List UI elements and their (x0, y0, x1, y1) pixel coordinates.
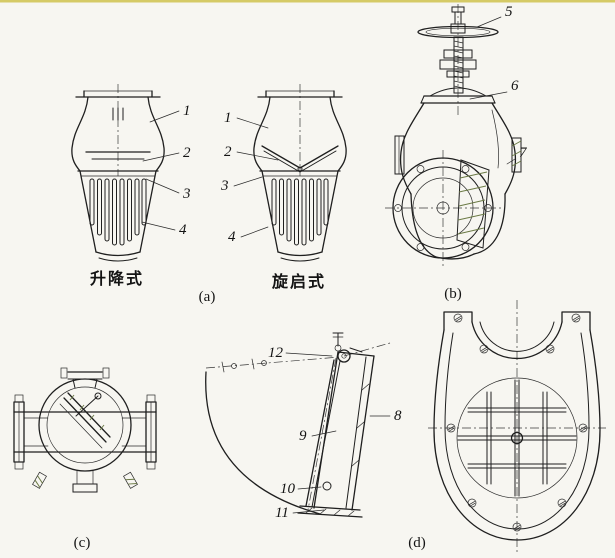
callout-4-swing: 4 (228, 226, 269, 245)
bolt-lower-right (557, 498, 567, 508)
callout-12: 12 (268, 345, 333, 361)
bottom-stud-right (123, 471, 138, 489)
bottom-flange-hatch (305, 507, 355, 517)
bolt-top-left (453, 313, 463, 323)
callout-label-1: 1 (224, 110, 232, 126)
callout-label-11: 11 (275, 505, 289, 521)
callout-label-4: 4 (228, 229, 236, 245)
bolt-side-right (578, 423, 588, 433)
callout-6: 6 (469, 78, 519, 100)
gate-valve-drawing (385, 4, 522, 266)
callout-11: 11 (275, 505, 325, 521)
callout-1-swing: 1 (224, 110, 269, 129)
callout-label-7: 7 (519, 145, 528, 161)
stem-threads (453, 40, 464, 89)
callout-8: 8 (369, 408, 402, 424)
wedge-hatch (457, 171, 488, 235)
callout-4-lift: 4 (141, 221, 187, 238)
callout-7: 7 (506, 145, 528, 165)
callout-label-6: 6 (511, 78, 519, 94)
callout-3-lift: 3 (145, 178, 191, 202)
section-c-check-valve: (c) (13, 367, 157, 551)
caption-c: (c) (74, 535, 91, 551)
callout-label-5: 5 (505, 4, 513, 20)
flap-valve-side-drawing (205, 332, 391, 518)
bolt-shoulder-left (479, 344, 489, 354)
disc-hatch (69, 394, 105, 431)
scan-edge-strip (0, 0, 615, 3)
callout-2-lift: 2 (142, 145, 191, 162)
caption-a: (a) (199, 289, 216, 305)
grid-ribs (457, 379, 577, 497)
bolt-shoulder-right (545, 344, 555, 354)
callout-label-10: 10 (280, 481, 296, 497)
callout-label-1: 1 (183, 103, 191, 119)
bolt-top-right (571, 313, 581, 323)
caption-b: (b) (444, 286, 462, 302)
frame-wall-hatch (351, 383, 370, 467)
callout-label-12: 12 (268, 345, 284, 361)
section-b-gate-valve: 5 6 7 (b) (385, 4, 528, 302)
callout-1-lift: 1 (149, 103, 191, 123)
caption-d: (d) (408, 535, 426, 551)
callout-label-8: 8 (394, 408, 402, 424)
flap-valve-front-drawing (428, 300, 606, 552)
callout-3-swing: 3 (220, 176, 263, 194)
callout-10: 10 (280, 481, 322, 497)
bolt-lower-left (467, 498, 477, 508)
callout-label-3: 3 (220, 178, 229, 194)
callout-label-4: 4 (179, 222, 187, 238)
bottom-stud-left (32, 471, 47, 489)
lift-type-label: 升降式 (90, 269, 144, 288)
callout-2-swing: 2 (224, 144, 279, 161)
lift-foot-valve-drawing (71, 84, 165, 262)
callout-5: 5 (476, 4, 513, 28)
swing-type-label: 旋启式 (271, 272, 326, 291)
swing-foot-valve-drawing (253, 84, 347, 262)
callout-label-9: 9 (299, 428, 307, 444)
callout-9: 9 (299, 428, 337, 444)
callout-label-2: 2 (224, 144, 232, 160)
callout-label-3: 3 (182, 186, 191, 202)
flange-hatch (511, 140, 522, 167)
section-a-foot-valves: 1 2 3 4 升降式 (71, 84, 347, 305)
check-valve-drawing (13, 367, 157, 493)
section-d-flap-valve: 12 8 9 10 11 (205, 300, 606, 552)
callout-label-2: 2 (183, 145, 191, 161)
